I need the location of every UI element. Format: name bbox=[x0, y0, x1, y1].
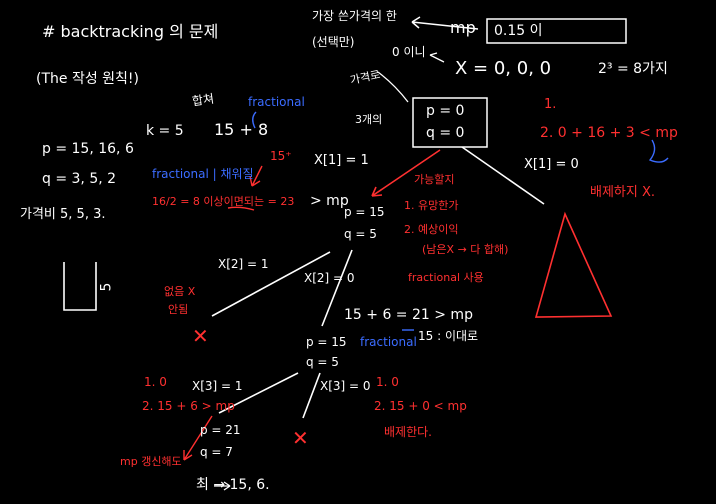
fractional-2: fractional bbox=[360, 335, 417, 349]
two-power: 2³ = 8가지 bbox=[598, 61, 668, 77]
condition-3: fractional 사용 bbox=[408, 271, 484, 284]
node1-p: p = 15 bbox=[344, 205, 385, 219]
stack-label: 5 bbox=[98, 282, 115, 292]
x1-equals-1: X[1] = 1 bbox=[314, 153, 369, 168]
k-equation: k = 5 bbox=[146, 123, 184, 139]
right-step-1: 1. 0 bbox=[376, 375, 399, 389]
x1-equals-0: X[1] = 0 bbox=[524, 157, 579, 172]
node3-p: p = 21 bbox=[200, 423, 241, 437]
node2-q: q = 5 bbox=[306, 355, 339, 369]
prune-mark-1: ✕ bbox=[192, 324, 209, 348]
init-label: 3개의 bbox=[355, 113, 383, 126]
fractional-tag: fractional bbox=[248, 95, 305, 109]
condition-2b: (남은X → 다 합해) bbox=[422, 243, 509, 256]
root-left-edge bbox=[371, 149, 441, 197]
profit-line: p = 15, 16, 6 bbox=[42, 141, 134, 157]
ratio-line: 가격비 5, 5, 3. bbox=[20, 207, 106, 222]
result-arrow bbox=[214, 481, 231, 491]
steps-title: 1. bbox=[544, 97, 557, 112]
prune-note-2: 배제한다. bbox=[384, 425, 432, 439]
prune-text: 배제하지 X. bbox=[590, 185, 656, 200]
zero-note: 0 이니 bbox=[392, 45, 426, 59]
sum-expression: 15 + 6 = 21 > mp bbox=[344, 307, 473, 323]
sqrt-expression: 15 + 8 bbox=[214, 120, 269, 139]
condition-2: 2. 예상이익 bbox=[404, 223, 459, 236]
condition-head: 가능할지 bbox=[414, 173, 455, 186]
node2-left-edge bbox=[218, 372, 299, 414]
condition-1: 1. 유망한가 bbox=[404, 199, 459, 212]
x-vector: X = 0, 0, 0 bbox=[455, 58, 552, 79]
no-x-note-2: 안됨 bbox=[168, 303, 189, 316]
mp-update-note: mp 갱신해도 bbox=[120, 455, 182, 468]
prune-mark-2: ✕ bbox=[292, 426, 309, 450]
plus-note: 15⁺ bbox=[270, 149, 292, 163]
result-line: 최 → 15, 6. bbox=[196, 477, 270, 493]
start-arrow-stroke bbox=[377, 71, 409, 103]
mp-label: mp bbox=[450, 18, 476, 37]
board-title: # backtracking 의 문제 bbox=[42, 22, 219, 41]
mp-compare: > mp bbox=[310, 193, 349, 209]
root-node-box bbox=[412, 97, 488, 148]
step-2: 2. 0 + 16 + 3 < mp bbox=[540, 125, 678, 141]
mp-box-value: 0.15 이 bbox=[494, 23, 543, 39]
greedy-note-1: 가장 쓴가격의 한 bbox=[312, 9, 397, 23]
mp-value-box bbox=[486, 18, 627, 44]
node1-left-edge bbox=[211, 251, 331, 317]
root-q: q = 0 bbox=[426, 125, 465, 141]
right-step-2: 2. 15 + 0 < mp bbox=[374, 399, 467, 413]
blue-curve bbox=[252, 111, 257, 129]
node1-right-edge bbox=[321, 249, 353, 327]
mp-arrow-stroke bbox=[411, 16, 479, 30]
weight-line: q = 3, 5, 2 bbox=[42, 171, 117, 187]
root-right-edge bbox=[461, 146, 545, 205]
zero-arrow-stroke bbox=[429, 52, 445, 63]
fifteen-note: 15 : 이대로 bbox=[418, 329, 479, 343]
red-arrow-down bbox=[249, 165, 263, 187]
x3-equals-0: X[3] = 0 bbox=[320, 379, 371, 393]
node3-q: q = 7 bbox=[200, 445, 233, 459]
root-p: p = 0 bbox=[426, 103, 465, 119]
red-squiggle bbox=[227, 206, 255, 211]
left-step-1: 1. 0 bbox=[144, 375, 167, 389]
fractional-knapsack-note: fractional | 채워질 bbox=[152, 167, 254, 181]
node1-q: q = 5 bbox=[344, 227, 377, 241]
pruned-subtree-triangle bbox=[534, 211, 613, 318]
total-label: 합쳐 bbox=[191, 91, 215, 109]
bottom-red-arrow bbox=[183, 415, 213, 461]
blue-squiggle bbox=[648, 139, 669, 163]
x2-equals-0: X[2] = 0 bbox=[304, 271, 355, 285]
board-subtitle: (The 작성 원칙!) bbox=[36, 71, 139, 87]
node2-p: p = 15 bbox=[306, 335, 347, 349]
ratio-equation: 16/2 = 8 이상이면되는 = 23 bbox=[152, 195, 295, 208]
no-x-note: 없음 X bbox=[164, 285, 196, 298]
node2-right-edge bbox=[302, 372, 321, 419]
stack-drawing bbox=[63, 262, 97, 311]
x3-equals-1: X[3] = 1 bbox=[192, 379, 243, 393]
left-step-2: 2. 15 + 6 > mp bbox=[142, 399, 235, 413]
x2-equals-1: X[2] = 1 bbox=[218, 257, 269, 271]
greedy-note-2: (선택만) bbox=[312, 35, 355, 49]
